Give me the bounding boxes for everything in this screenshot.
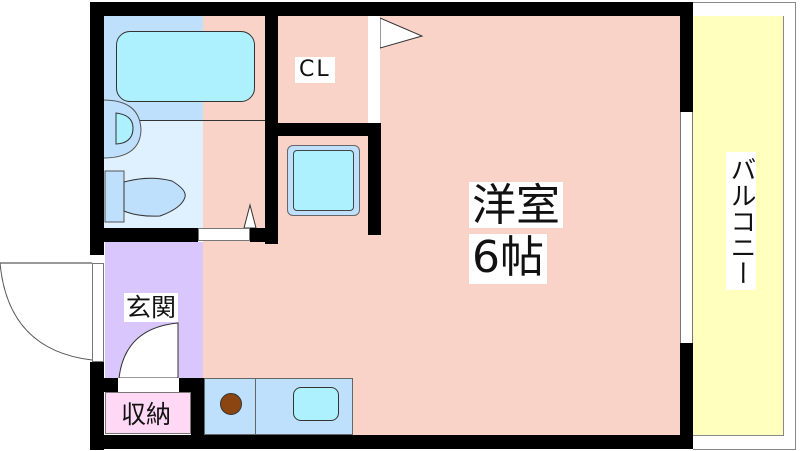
- wall-left-upper: [90, 2, 104, 255]
- washing-machine-inner: [293, 150, 354, 211]
- bathroom-door-opening: [198, 228, 250, 241]
- closet-door-opening: [368, 16, 380, 123]
- western-room-size: 6帖: [469, 234, 547, 284]
- western-room-name: 洋室: [469, 182, 563, 228]
- balcony-label: バルコニー: [726, 152, 756, 290]
- western-room-upper-right: [380, 16, 680, 126]
- wall-storage-right: [191, 378, 204, 448]
- toilet-tank-icon: [104, 170, 125, 223]
- wall-closet-bottom: [265, 123, 381, 136]
- storage-door-opening: [118, 378, 179, 391]
- toilet-bowl-icon: [123, 177, 186, 217]
- closet-label: CL: [295, 57, 335, 83]
- balcony-window: [680, 112, 693, 343]
- wall-bottom: [90, 435, 693, 449]
- stove-burner: [220, 393, 242, 415]
- kitchen-sink: [293, 387, 339, 421]
- bathtub: [116, 31, 255, 102]
- entrance-door-swing-icon: [0, 262, 93, 361]
- wall-closet-right: [368, 123, 381, 235]
- wall-bath-bottom-right: [250, 228, 278, 242]
- wall-right-upper: [680, 2, 693, 112]
- balcony-outer-edge: [693, 2, 796, 450]
- wall-bath-bottom: [90, 228, 198, 242]
- kitchen-divider: [255, 378, 256, 435]
- closet-door-icon: [379, 17, 424, 49]
- entrance-label: 玄関: [124, 293, 179, 322]
- storage-door-swing-icon: [118, 322, 179, 379]
- wall-entrance-bottom-left: [90, 378, 118, 392]
- wall-top: [90, 2, 693, 16]
- storage-room: [105, 392, 191, 434]
- washbasin-bowl-icon: [115, 112, 134, 145]
- bath-divider-line: [140, 120, 265, 121]
- entrance-door-opening: [92, 263, 104, 362]
- door-marker-icon: [243, 203, 257, 229]
- storage-label: 収納: [121, 400, 172, 429]
- wall-right-lower: [680, 343, 693, 449]
